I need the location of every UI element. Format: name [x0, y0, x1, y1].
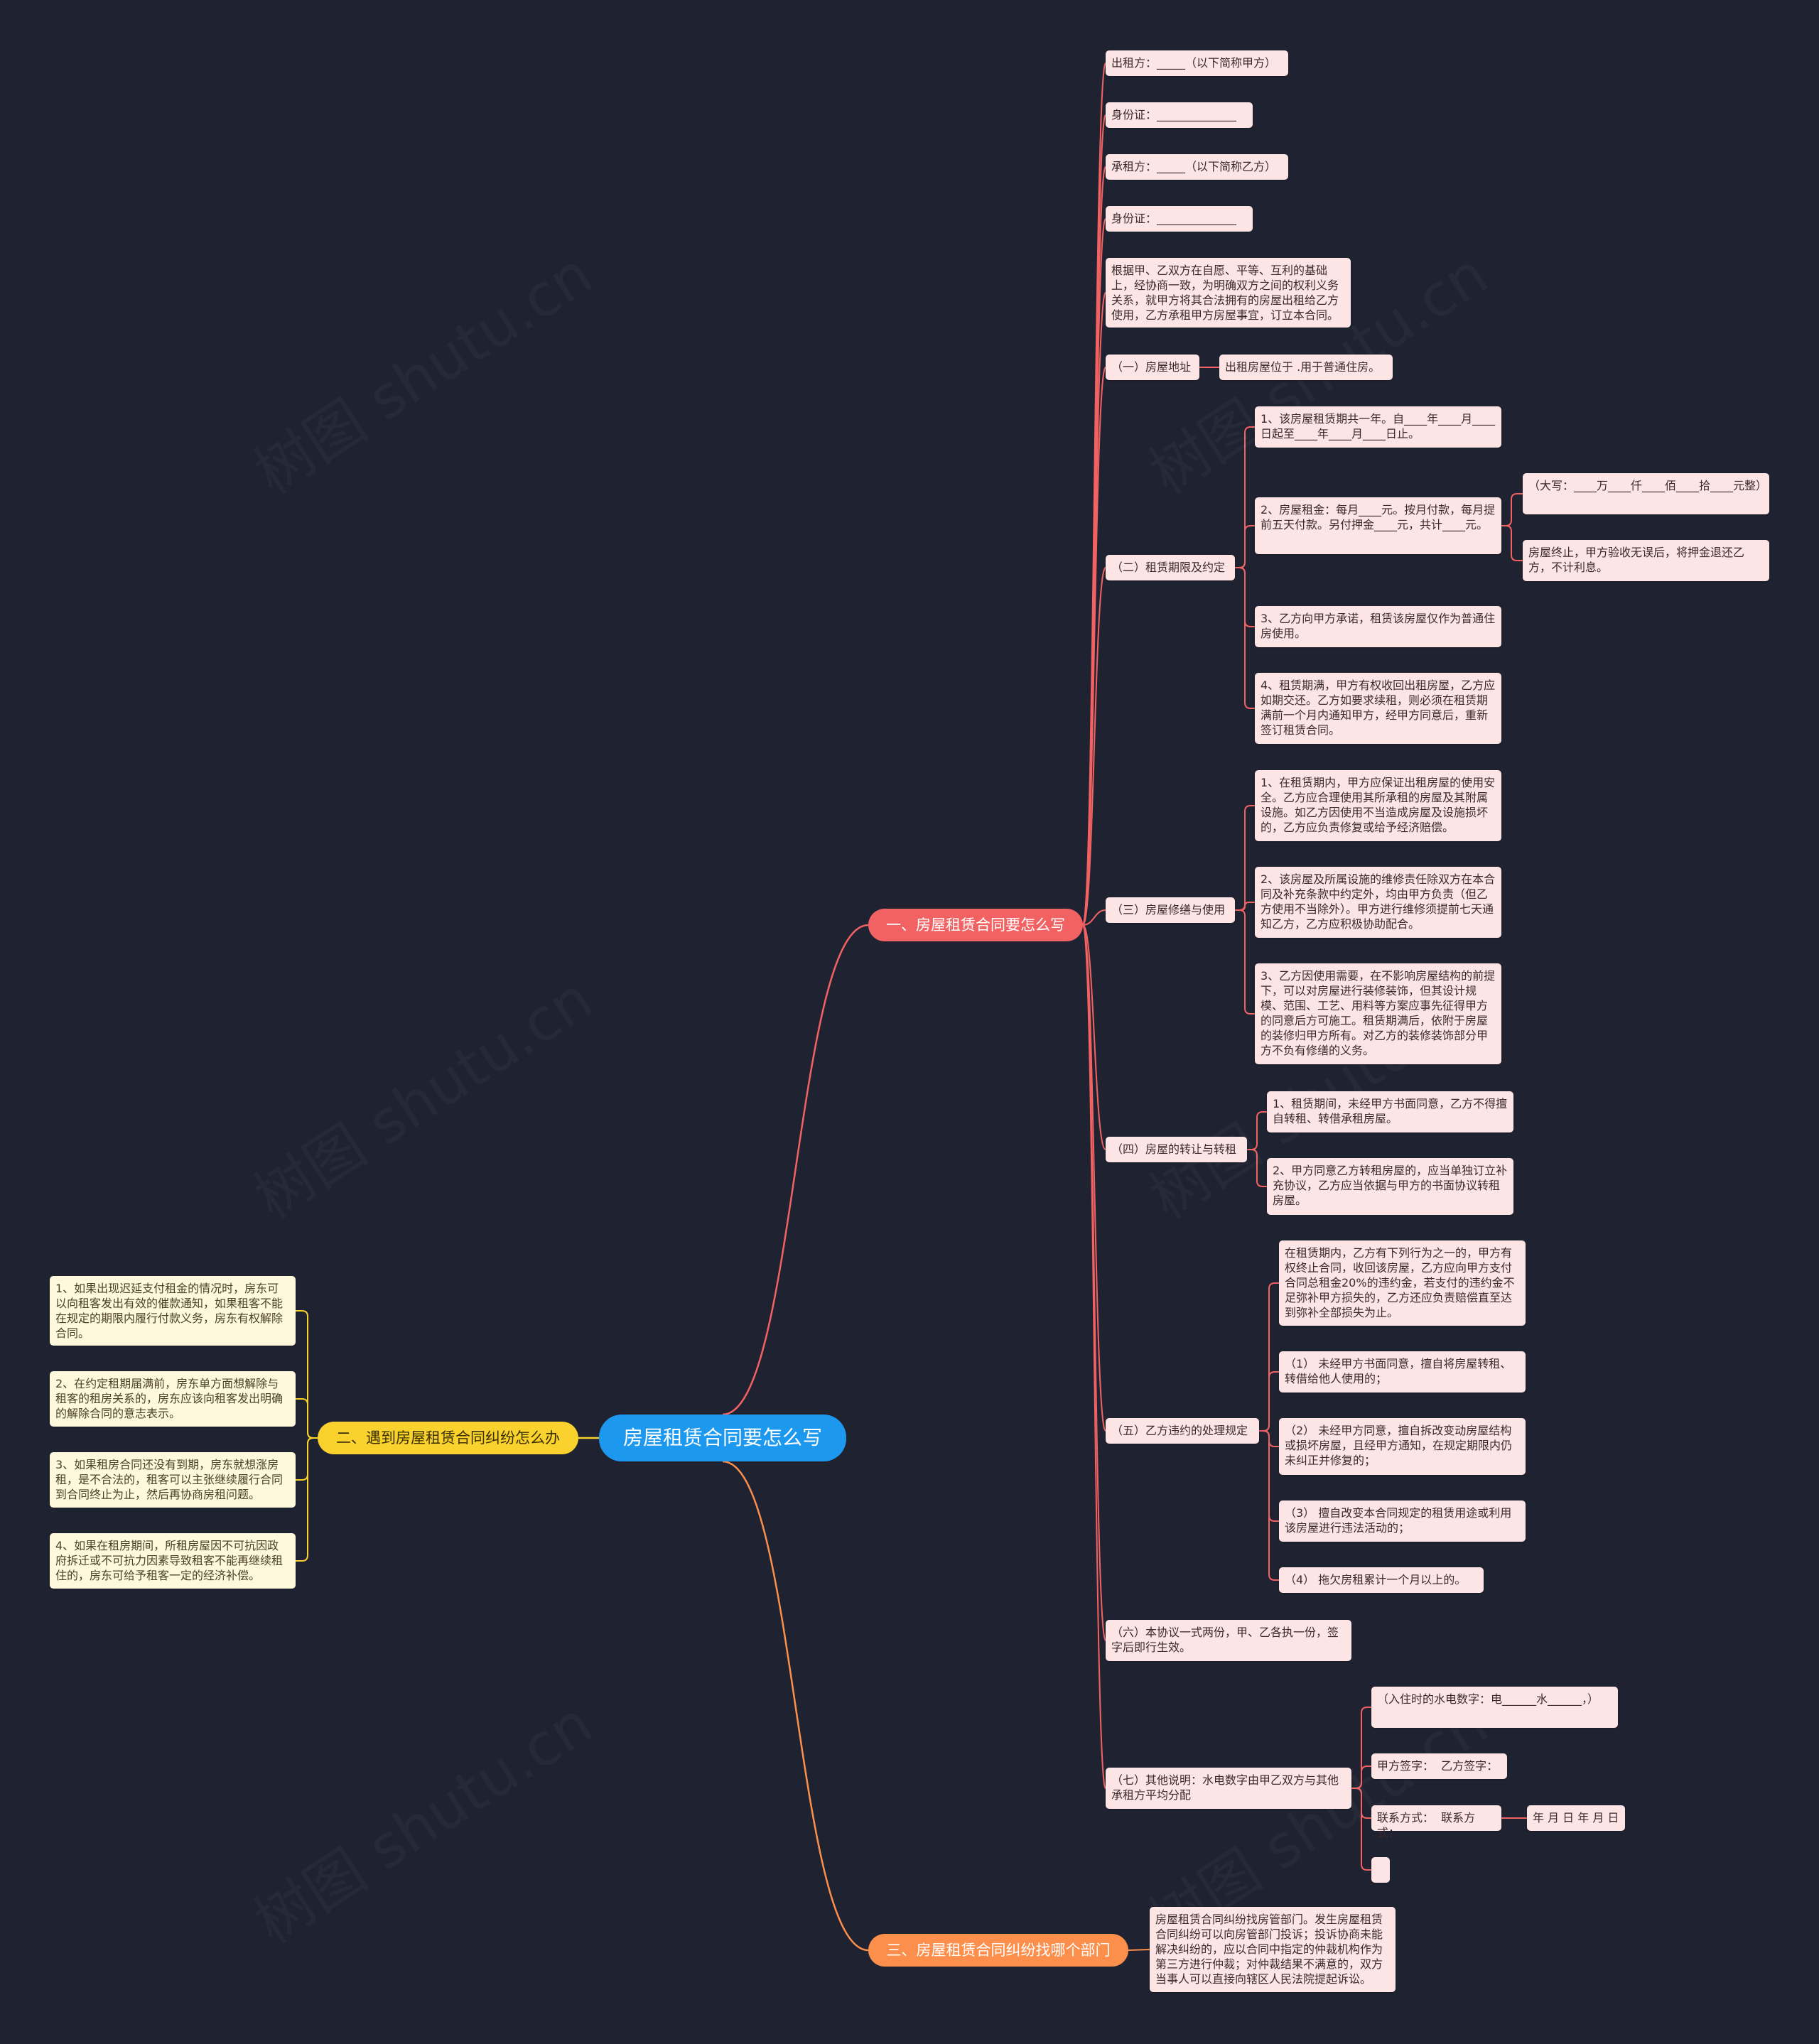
- link-b2: [296, 1437, 318, 1481]
- b2-rent-increase[interactable]: 3、如果租房合同还没有到期，房东就想涨房租，是不合法的，租客可以主张继续履行合同…: [50, 1452, 296, 1508]
- section-2-term[interactable]: （二）租赁期限及约定: [1106, 555, 1235, 580]
- link-s5: [1259, 1371, 1279, 1432]
- s4-sublet-agreement[interactable]: 2、甲方同意乙方转租房屋的，应当单独订立补充协议，乙方应当依据与甲方的书面协议转…: [1267, 1158, 1513, 1215]
- s4-no-sublet[interactable]: 1、租赁期间，未经甲方书面同意，乙方不得擅自转租、转借承租房屋。: [1267, 1091, 1513, 1132]
- link-b1-child: [1082, 909, 1106, 926]
- link-s2: [1235, 567, 1255, 709]
- b2-late-rent[interactable]: 1、如果出现迟延支付租金的情况时，房东可以向租客发出有效的催款通知，如果租客不能…: [50, 1276, 296, 1346]
- s2-renewal[interactable]: 4、租赁期满，甲方有权收回出租房屋，乙方应如期交还。乙方如要求续租，则必须在租赁…: [1255, 673, 1501, 744]
- intro-node[interactable]: 根据甲、乙双方在自愿、平等、互利的基础上，经协商一致，为明确双方之间的权利义务关…: [1106, 258, 1351, 328]
- link-s3: [1235, 805, 1255, 911]
- link-s4: [1247, 1149, 1267, 1187]
- s7-meter-readings[interactable]: （入住时的水电数字：电______水______，）: [1371, 1687, 1618, 1728]
- link-b2: [296, 1437, 318, 1562]
- link-s2-rent: [1501, 525, 1523, 561]
- link-b1-child: [1082, 924, 1106, 1789]
- link-b2: [296, 1398, 318, 1439]
- lessee-node[interactable]: 承租方：_____（以下简称乙方）: [1106, 154, 1288, 180]
- s3-maintenance[interactable]: 2、该房屋及所属设施的维修责任除双方在本合同及补充条款中约定外，均由甲方负责（但…: [1255, 867, 1501, 938]
- s2-term-period[interactable]: 1、该房屋租赁期共一年。自____年____月____日起至____年____月…: [1255, 406, 1501, 448]
- b2-force-majeure[interactable]: 4、如果在租房期间，所租房屋因不可抗因政府拆迁或不可抗力因素导致租客不能再继续租…: [50, 1533, 296, 1589]
- link-s3: [1235, 902, 1255, 911]
- branch-department[interactable]: 三、房屋租赁合同纠纷找哪个部门: [868, 1934, 1128, 1967]
- s1-detail[interactable]: 出租房屋位于 .用于普通住房。: [1219, 355, 1393, 380]
- branch-dispute-handling[interactable]: 二、遇到房屋租赁合同纠纷怎么办: [318, 1422, 578, 1454]
- link-root-b3: [722, 1460, 869, 1952]
- b3-department-detail[interactable]: 房屋租赁合同纠纷找房管部门。发生房屋租赁合同纠纷可以向房管部门投诉；投诉协商未能…: [1150, 1907, 1396, 1992]
- s3-decoration[interactable]: 3、乙方因使用需要，在不影响房屋结构的前提下，可以对房屋进行装修装饰，但其设计规…: [1255, 963, 1501, 1064]
- link-s7: [1351, 1788, 1371, 1871]
- s7-dates[interactable]: 年 月 日 年 月 日: [1527, 1805, 1625, 1831]
- link-b1-child: [1082, 924, 1106, 1432]
- link-b1-child: [1082, 924, 1106, 1150]
- root-topic[interactable]: 房屋租赁合同要怎么写: [599, 1415, 846, 1461]
- link-s3: [1235, 909, 1255, 1015]
- branch-how-to-write[interactable]: 一、房屋租赁合同要怎么写: [868, 909, 1083, 941]
- link-s7: [1351, 1765, 1371, 1789]
- link-s4: [1247, 1111, 1267, 1150]
- s2-rent-capital[interactable]: （大写：____万____仟____佰____拾____元整）: [1523, 473, 1769, 514]
- s5-item-1[interactable]: （1） 未经甲方书面同意，擅自将房屋转租、转借给他人使用的；: [1279, 1351, 1526, 1393]
- link-root-b1: [722, 924, 869, 1416]
- section-5-breach[interactable]: （五）乙方违约的处理规定: [1106, 1418, 1259, 1444]
- s7-empty-node[interactable]: [1371, 1857, 1390, 1883]
- link-b1-child: [1082, 367, 1106, 926]
- s5-item-4[interactable]: （4） 拖欠房租累计一个月以上的。: [1279, 1567, 1484, 1593]
- link-b1-child: [1082, 567, 1106, 926]
- s2-usage-promise[interactable]: 3、乙方向甲方承诺，租赁该房屋仅作为普通住房使用。: [1255, 606, 1501, 647]
- link-s2-rent: [1501, 493, 1523, 526]
- s5-item-3[interactable]: （3） 擅自改变本合同规定的租赁用途或利用该房屋进行违法活动的；: [1279, 1500, 1526, 1542]
- s5-terms[interactable]: 在租赁期内，乙方有下列行为之一的，甲方有权终止合同，收回该房屋，乙方应向甲方支付…: [1279, 1240, 1526, 1326]
- s2-rent[interactable]: 2、房屋租金：每月____元。按月付款，每月提前五天付款。另付押金____元，共…: [1255, 497, 1501, 554]
- s7-signatures[interactable]: 甲方签字： 乙方签字：: [1371, 1753, 1507, 1779]
- s7-contacts[interactable]: 联系方式： 联系方式：: [1371, 1805, 1501, 1839]
- b2-early-termination[interactable]: 2、在约定租期届满前，房东单方面想解除与租客的租房关系的，房东应该向租客发出明确…: [50, 1371, 296, 1427]
- lessor-id-node[interactable]: 身份证：______________: [1106, 102, 1253, 128]
- s3-safety[interactable]: 1、在租赁期内，甲方应保证出租房屋的使用安全。乙方应合理使用其所承租的房屋及其附…: [1255, 770, 1501, 841]
- link-b2: [296, 1310, 318, 1439]
- lessee-id-node[interactable]: 身份证：______________: [1106, 206, 1253, 232]
- s5-item-2[interactable]: （2） 未经甲方同意，擅自拆改变动房屋结构或损坏房屋，且经甲方通知，在规定期限内…: [1279, 1418, 1526, 1475]
- section-4-sublet[interactable]: （四）房屋的转让与转租: [1106, 1137, 1247, 1162]
- section-7-other[interactable]: （七）其他说明：水电数字由甲乙双方与其他承租方平均分配: [1106, 1768, 1351, 1809]
- lessor-node[interactable]: 出租方：_____（以下简称甲方）: [1106, 50, 1288, 76]
- s2-deposit-return[interactable]: 房屋终止，甲方验收无误后，将押金退还乙方，不计利息。: [1523, 540, 1769, 581]
- section-1-address[interactable]: （一）房屋地址: [1106, 355, 1199, 380]
- link-s5: [1259, 1430, 1279, 1581]
- link-s2: [1235, 525, 1255, 568]
- section-3-repair[interactable]: （三）房屋修缮与使用: [1106, 897, 1235, 923]
- section-6-effective[interactable]: （六）本协议一式两份，甲、乙各执一份，签字后即行生效。: [1106, 1620, 1351, 1661]
